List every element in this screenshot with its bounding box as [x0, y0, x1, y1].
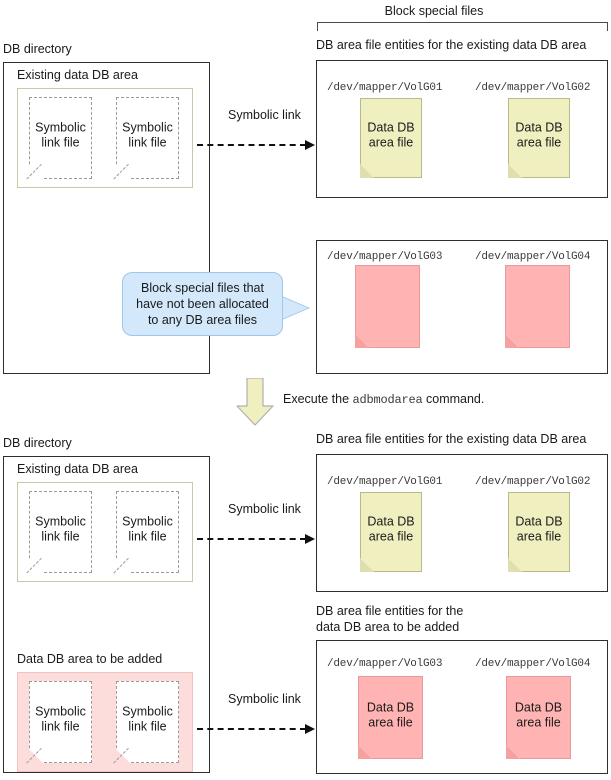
block-special-files-bracket: [317, 22, 608, 31]
entities-existing-label-before: DB area file entities for the existing d…: [316, 38, 587, 52]
data-db-area-file-line1: Data DB: [515, 514, 563, 529]
adbmodarea-command: adbmodarea: [352, 393, 423, 407]
execute-command-arrow: [236, 378, 274, 426]
existing-data-db-area-label-after: Existing data DB area: [17, 462, 138, 476]
entities-existing-label-after: DB area file entities for the existing d…: [316, 432, 587, 446]
data-db-area-file-line2: area file: [516, 529, 562, 544]
symbolic-link-file-line1: Symbolic: [35, 704, 86, 719]
symbolic-link-file-line1: Symbolic: [35, 514, 86, 529]
data-db-area-file-line1: Data DB: [367, 514, 415, 529]
symbolic-link-file-line1: Symbolic: [122, 514, 173, 529]
device-path-label: /dev/mapper/VolG02: [475, 82, 591, 94]
data-db-area-file: Data DB area file: [360, 492, 422, 572]
symbolic-link-file-line2: link file: [41, 529, 80, 544]
device-path-label: /dev/mapper/VolG04: [475, 658, 591, 670]
symbolic-link-file: Symbolic link file: [113, 97, 179, 180]
device-path-label: /dev/mapper/VolG03: [327, 251, 443, 263]
added-data-db-area-label: Data DB area to be added: [17, 652, 163, 666]
symbolic-link-file: Symbolic link file: [26, 681, 92, 764]
entities-added-label-line1: DB area file entities for the: [316, 604, 464, 618]
data-db-area-file-line2: area file: [368, 135, 414, 150]
symbolic-link-file-line2: link file: [128, 135, 167, 150]
unallocated-block-special-file: [355, 265, 420, 348]
symbolic-link-arrow-before: [197, 140, 315, 150]
data-db-area-file-line1: Data DB: [515, 120, 563, 135]
data-db-area-file-line1: Data DB: [367, 120, 415, 135]
symbolic-link-file-line2: link file: [41, 719, 80, 734]
data-db-area-file-line1: Data DB: [366, 700, 415, 715]
device-path-label: /dev/mapper/VolG01: [327, 82, 443, 94]
existing-data-db-area-box-before: [17, 88, 193, 188]
symbolic-link-file-line1: Symbolic: [122, 704, 173, 719]
db-directory-label-before: DB directory: [3, 42, 72, 56]
data-db-area-file: Data DB area file: [358, 676, 423, 759]
symbolic-link-file: Symbolic link file: [26, 97, 92, 180]
block-special-files-label: Block special files: [384, 4, 484, 18]
symbolic-link-arrow-label-after-existing: Symbolic link: [228, 502, 301, 516]
symbolic-link-file-line1: Symbolic: [122, 120, 173, 135]
data-db-area-file-line2: area file: [516, 135, 562, 150]
db-directory-label-after: DB directory: [3, 436, 72, 450]
symbolic-link-file: Symbolic link file: [26, 491, 92, 574]
symbolic-link-file-line2: link file: [128, 719, 167, 734]
entities-added-label-line2: data DB area to be added: [316, 620, 460, 634]
symbolic-link-arrow-after-added: [197, 724, 315, 734]
callout-unallocated-files: Block special files that have not been a…: [122, 272, 283, 336]
device-path-label: /dev/mapper/VolG04: [475, 251, 591, 263]
execute-command-suffix: command.: [422, 392, 485, 406]
data-db-area-file-line2: area file: [368, 715, 413, 730]
symbolic-link-file-line2: link file: [128, 529, 167, 544]
callout-text: Block special files that have not been a…: [136, 281, 269, 327]
data-db-area-file: Data DB area file: [508, 492, 570, 572]
execute-command-text: Execute the adbmodarea command.: [283, 392, 484, 408]
symbolic-link-arrow-label-before: Symbolic link: [228, 108, 301, 122]
data-db-area-file: Data DB area file: [508, 98, 570, 178]
data-db-area-file: Data DB area file: [360, 98, 422, 178]
execute-command-prefix: Execute the: [283, 392, 353, 406]
callout-tail: [282, 297, 308, 319]
data-db-area-file-line2: area file: [368, 529, 414, 544]
symbolic-link-arrow-after-existing: [197, 534, 315, 544]
symbolic-link-file: Symbolic link file: [113, 491, 179, 574]
data-db-area-file-line2: area file: [516, 715, 561, 730]
data-db-area-file-line1: Data DB: [514, 700, 563, 715]
existing-data-db-area-label-before: Existing data DB area: [17, 68, 138, 82]
unallocated-block-special-file: [505, 265, 570, 348]
data-db-area-file: Data DB area file: [506, 676, 571, 759]
device-path-label: /dev/mapper/VolG02: [475, 476, 591, 488]
symbolic-link-file-line1: Symbolic: [35, 120, 86, 135]
symbolic-link-arrow-label-after-added: Symbolic link: [228, 692, 301, 706]
symbolic-link-file-line2: link file: [41, 135, 80, 150]
existing-data-db-area-box-after: [17, 482, 193, 582]
device-path-label: /dev/mapper/VolG01: [327, 476, 443, 488]
device-path-label: /dev/mapper/VolG03: [327, 658, 443, 670]
symbolic-link-file: Symbolic link file: [113, 681, 179, 764]
